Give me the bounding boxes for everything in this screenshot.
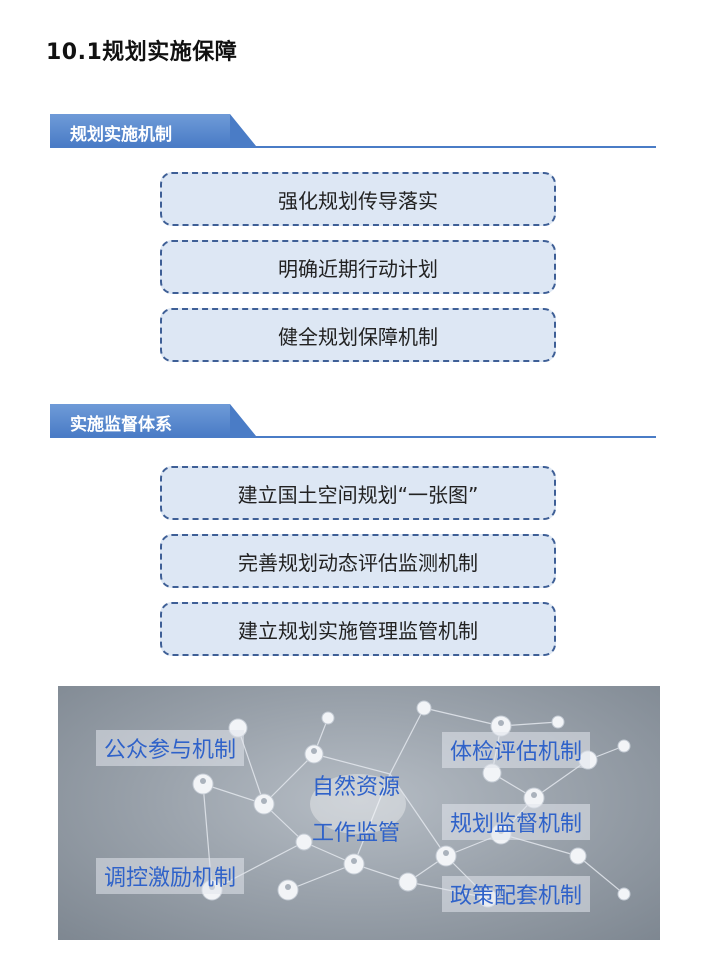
item-box: 健全规划保障机制 bbox=[160, 308, 556, 362]
label-public-participation: 公众参与机制 bbox=[96, 730, 245, 766]
section-header-supervision: 实施监督体系 bbox=[50, 404, 656, 438]
label-assessment-mechanism: 体检评估机制 bbox=[442, 732, 591, 768]
label-policy-mechanism: 政策配套机制 bbox=[442, 876, 591, 912]
item-box: 建立国土空间规划“一张图” bbox=[160, 466, 556, 520]
center-label-line-2: 工作监管 bbox=[311, 821, 400, 846]
section-tab: 规划实施机制 bbox=[50, 114, 256, 146]
section-title: 实施监督体系 bbox=[70, 415, 172, 435]
item-box: 明确近期行动计划 bbox=[160, 240, 556, 294]
section-rule bbox=[50, 146, 656, 148]
item-box: 完善规划动态评估监测机制 bbox=[160, 534, 556, 588]
item-box: 建立规划实施管理监管机制 bbox=[160, 602, 556, 656]
page-title: 10.1规划实施保障 bbox=[46, 40, 238, 65]
section-header-implementation: 规划实施机制 bbox=[50, 114, 656, 148]
label-incentive-mechanism: 调控激励机制 bbox=[96, 858, 245, 894]
item-box: 强化规划传导落实 bbox=[160, 172, 556, 226]
section-tab: 实施监督体系 bbox=[50, 404, 256, 436]
section-rule bbox=[50, 436, 656, 438]
section-title: 规划实施机制 bbox=[70, 125, 172, 145]
network-illustration: 公众参与机制 调控激励机制 体检评估机制 规划监督机制 政策配套机制 自然资源 … bbox=[58, 686, 660, 940]
center-label-line-1: 自然资源 bbox=[311, 775, 400, 800]
label-supervision-mechanism: 规划监督机制 bbox=[442, 804, 591, 840]
